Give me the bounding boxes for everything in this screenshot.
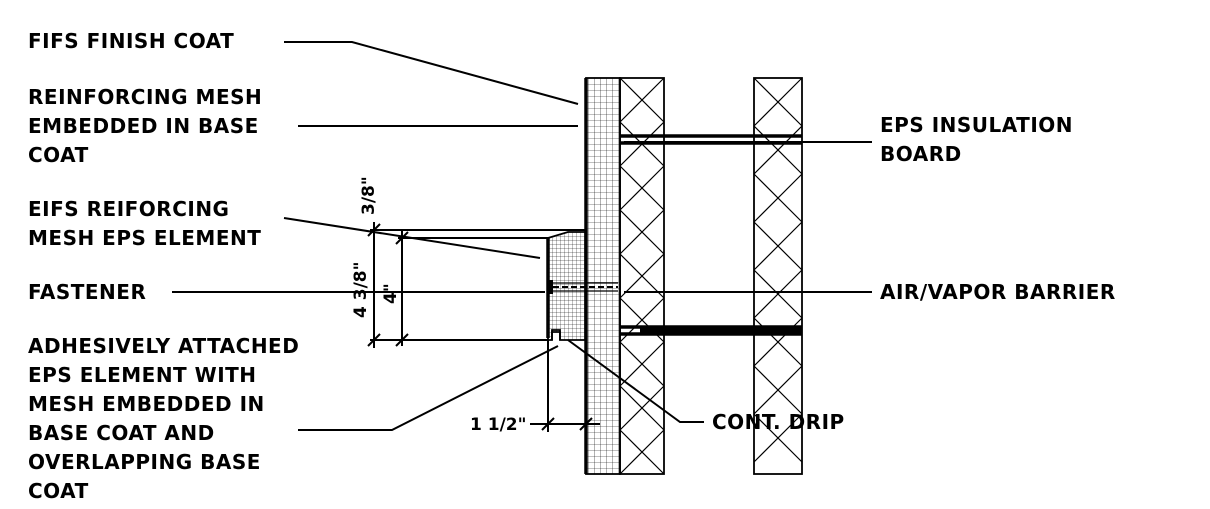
label-eps-insulation-1: EPS INSULATION bbox=[880, 113, 1073, 137]
dimension-projection bbox=[530, 340, 600, 432]
label-adhesive-2: EPS ELEMENT WITH bbox=[28, 363, 257, 387]
stud-cavity-right bbox=[753, 77, 803, 475]
label-reinforcing-mesh-3: COAT bbox=[28, 143, 89, 167]
dim-text-top-offset: 3/8" bbox=[359, 176, 379, 215]
label-adhesive-4: BASE COAT AND bbox=[28, 421, 215, 445]
label-adhesive-3: MESH EMBEDDED IN bbox=[28, 392, 265, 416]
leader-lines bbox=[172, 41, 872, 431]
dim-text-overall-height: 4 3/8" bbox=[351, 262, 371, 318]
label-reinforcing-mesh-1: REINFORCING MESH bbox=[28, 85, 262, 109]
fastener-head bbox=[548, 280, 553, 294]
cont-drip-groove bbox=[551, 329, 561, 340]
label-adhesive-1: ADHESIVELY ATTACHED bbox=[28, 334, 299, 358]
stud-cavity-left bbox=[619, 77, 665, 475]
label-fifs-finish-coat: FIFS FINISH COAT bbox=[28, 29, 234, 53]
label-eifs-mesh-2: MESH EPS ELEMENT bbox=[28, 226, 261, 250]
wall-assembly bbox=[546, 77, 803, 475]
eps-drip-element bbox=[546, 231, 618, 341]
framing-bottom bbox=[620, 325, 802, 336]
eps-insulation-hatch bbox=[585, 77, 621, 475]
label-reinforcing-mesh-2: EMBEDDED IN BASE bbox=[28, 114, 259, 138]
dim-text-inner-height: 4" bbox=[381, 283, 401, 304]
label-fastener: FASTENER bbox=[28, 280, 146, 304]
dimension-inner bbox=[395, 230, 548, 347]
label-air-vapor-barrier: AIR/VAPOR BARRIER bbox=[880, 280, 1116, 304]
label-eifs-mesh-1: EIFS REIFORCING bbox=[28, 197, 229, 221]
label-eps-insulation-2: BOARD bbox=[880, 142, 962, 166]
label-cont-drip: CONT. DRIP bbox=[712, 410, 845, 434]
label-adhesive-6: COAT bbox=[28, 479, 89, 503]
label-adhesive-5: OVERLAPPING BASE bbox=[28, 450, 261, 474]
dimension-overall bbox=[367, 222, 586, 348]
dim-text-projection: 1 1/2" bbox=[470, 415, 526, 435]
